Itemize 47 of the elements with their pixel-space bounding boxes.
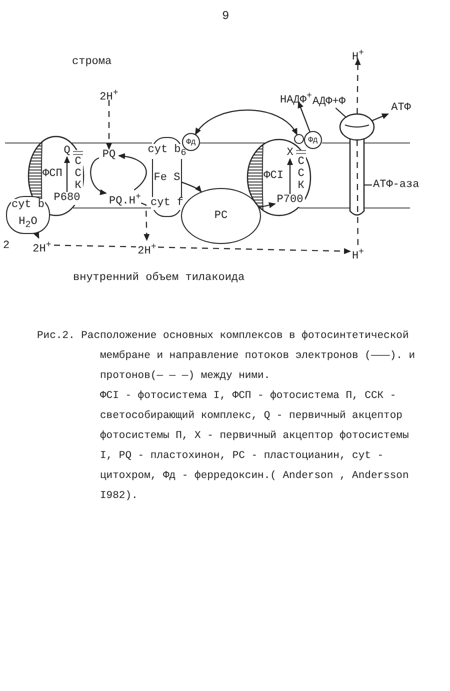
dashed-arrow <box>158 246 351 254</box>
dashed-arrow <box>354 58 361 114</box>
band-label: ССК <box>73 156 83 192</box>
dashed-arrow <box>140 202 150 241</box>
node-label: Q <box>62 145 72 157</box>
complex-label: ФСП <box>42 168 62 181</box>
photosystem-ellipse <box>28 136 84 216</box>
complex-label: АТФ-аза <box>373 179 420 192</box>
node-label: P700 <box>275 194 305 207</box>
complex-label: cyt b <box>11 198 44 212</box>
complex-label: Фд <box>186 138 196 146</box>
complex-shape <box>6 196 50 234</box>
complex-label: cyt f <box>150 196 184 210</box>
band-label: ССК <box>296 156 306 192</box>
ferredoxin-circle <box>304 131 322 149</box>
complex-label: cyt b$_{6}$ <box>148 144 186 160</box>
arrow <box>118 153 147 190</box>
arrow <box>287 158 293 194</box>
page-number: 9 <box>222 10 230 23</box>
arrow <box>372 114 389 122</box>
complex-label: ФСI <box>264 170 284 183</box>
arrow <box>194 110 298 136</box>
margin-mark: 2 <box>3 240 10 253</box>
node-label: 2H$^{+}$ <box>136 240 158 254</box>
dashed-arrow <box>106 100 112 150</box>
connector-line <box>335 108 346 118</box>
arrow <box>33 231 40 239</box>
node-label: H$^{+}$ <box>350 46 366 59</box>
figure-caption: Рис.2. Расположение основных комплексов в фотосинтетической мембране и направление потоков электронов (———). и протонов(— — —) между ними. <box>37 329 416 384</box>
definitions-text: ФСI - фотосистема I, ФСП - фотосистема П, ССК - светособирающий комплекс, Q - первичный акцептор фотосистемы П, X - первичный акцептор фотосистемы I, PQ - пластохинон, PC - пластоцианин, cyt - цитохром, Фд - ферредоксин.( Anderson , Andersson I982). <box>100 389 410 504</box>
node-label: H$^{+}$ <box>350 245 366 258</box>
arrow <box>64 156 70 192</box>
region-label: внутренний объем тилакоида <box>73 272 245 285</box>
arrow <box>258 202 276 208</box>
node-label: 2H$^{+}$ <box>98 86 120 100</box>
arrow <box>90 158 107 194</box>
node-label: АДФ+Ф <box>312 96 346 108</box>
complex-label: Фд <box>308 136 318 144</box>
arrow <box>298 101 310 132</box>
complex-ellipse <box>181 188 261 244</box>
node-label: АТФ <box>388 102 414 115</box>
region-label: строма <box>72 56 112 69</box>
node-label: 2H$^{+}$ <box>30 238 54 252</box>
node-label: PQ <box>99 149 119 161</box>
node-label: P680 <box>52 192 82 205</box>
arrow <box>182 182 202 192</box>
small-circle <box>294 134 304 144</box>
